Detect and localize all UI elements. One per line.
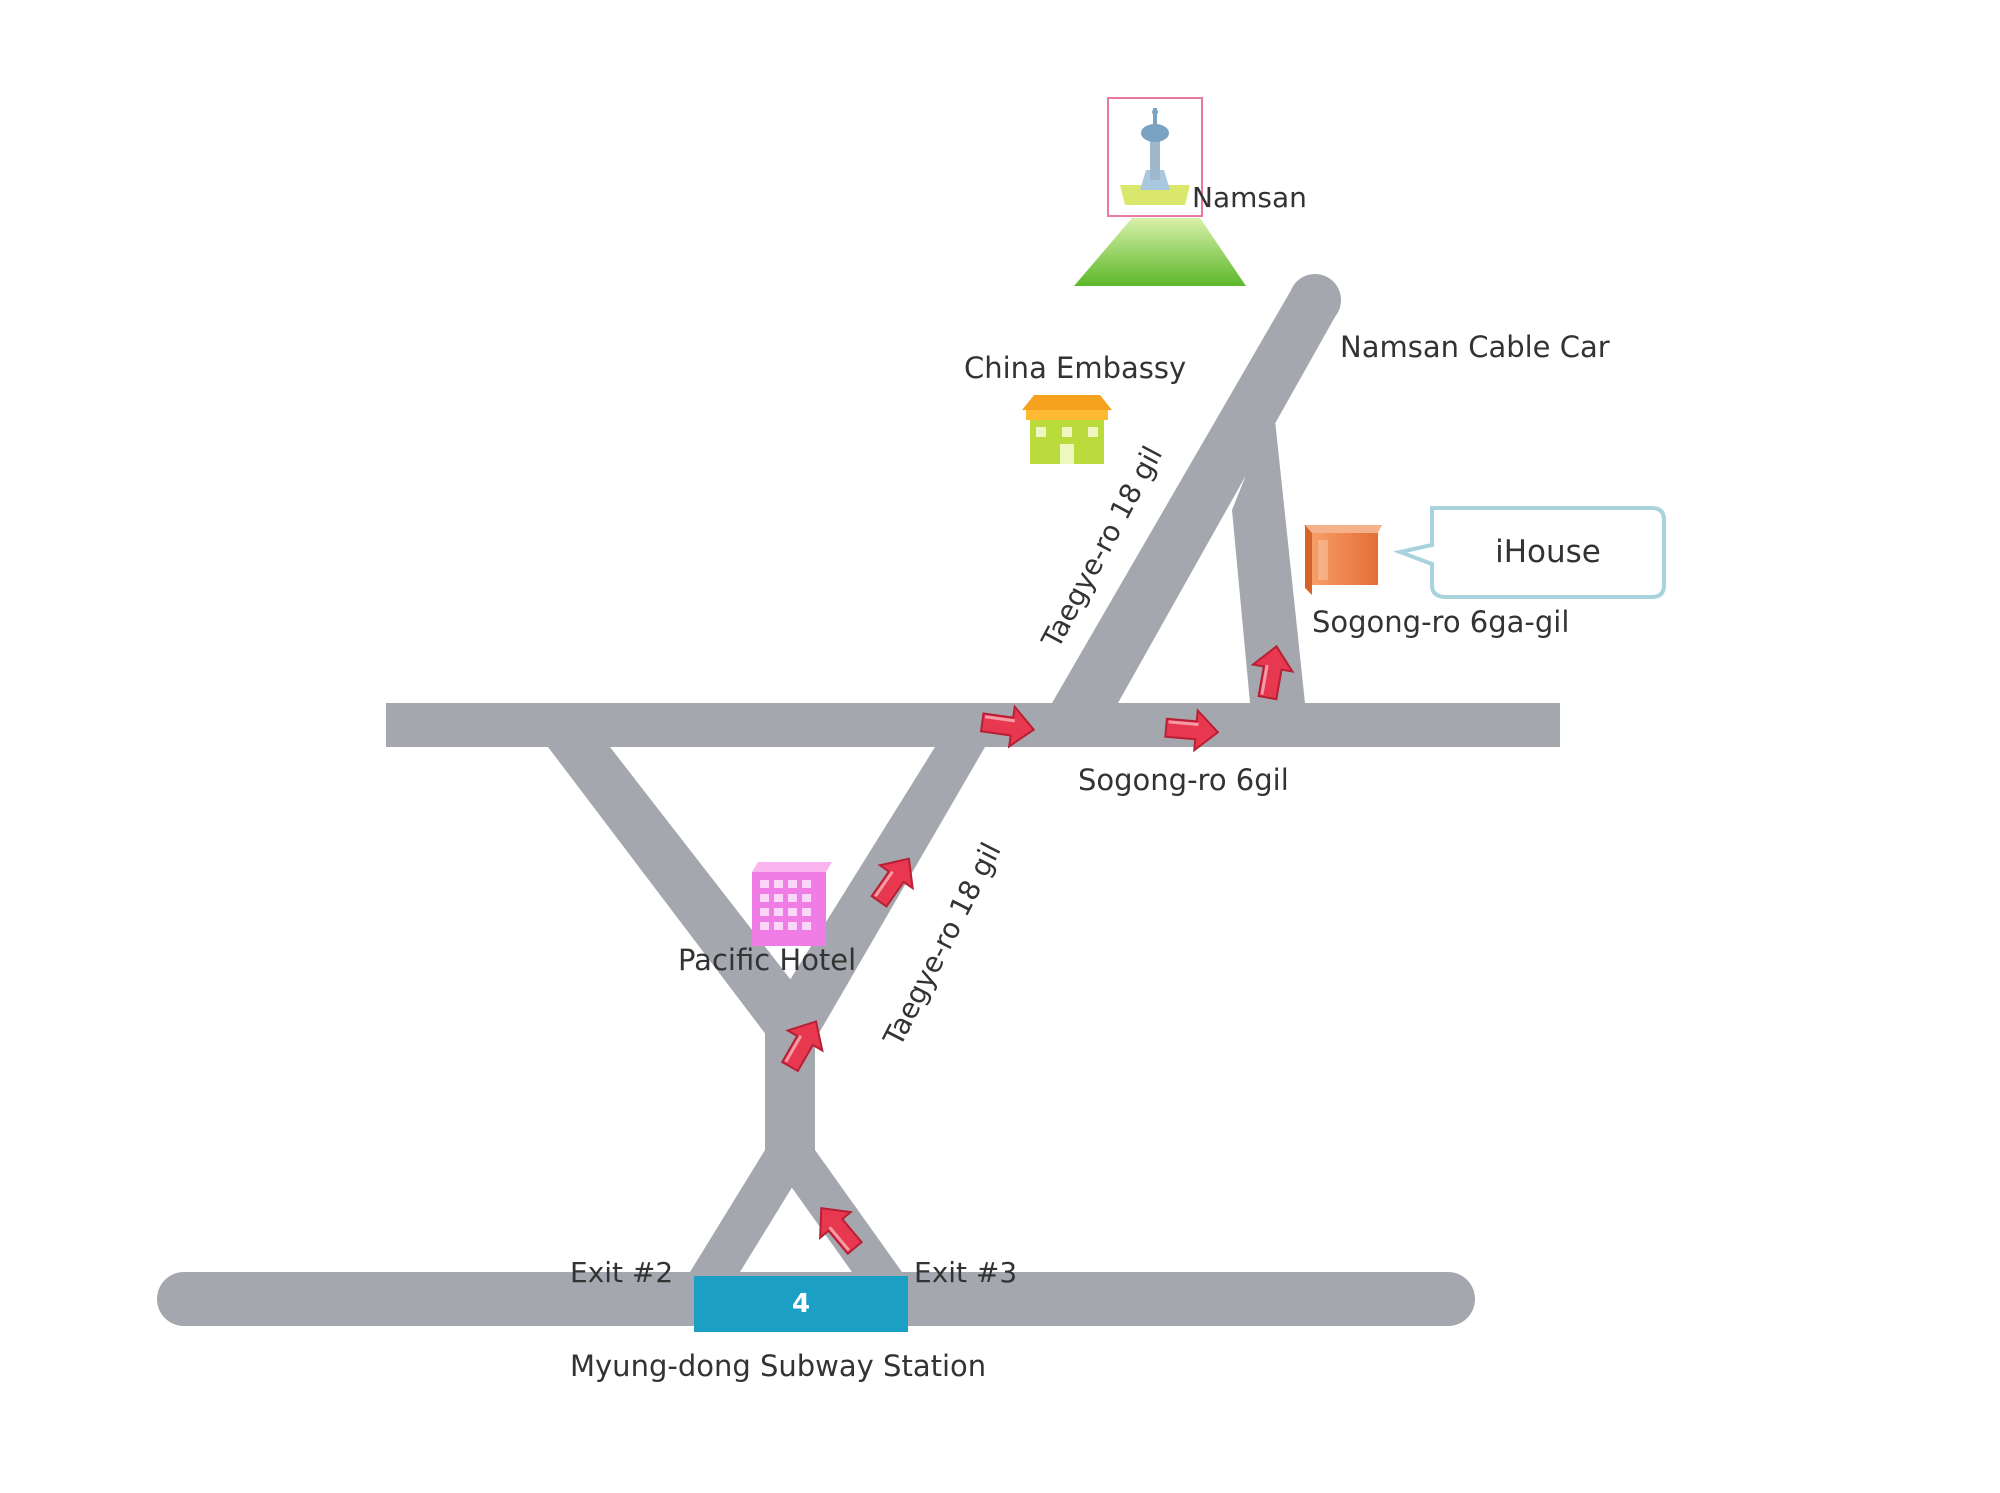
subway-station-marker: 4 xyxy=(694,1276,908,1332)
road-network xyxy=(157,274,1560,1326)
ihouse-callout: iHouse xyxy=(1392,506,1666,599)
hotel-building-icon xyxy=(752,862,832,946)
station-box xyxy=(694,1276,908,1332)
embassy-building-icon xyxy=(1022,395,1112,464)
station-name-label: Myung-dong Subway Station xyxy=(570,1349,986,1383)
station-line-number: 4 xyxy=(792,1289,810,1319)
road-station-left xyxy=(690,1150,815,1272)
road-label-sogong-6ga: Sogong-ro 6ga-gil xyxy=(1312,605,1569,639)
mountain-icon xyxy=(1074,218,1246,286)
tower-icon xyxy=(1107,97,1203,217)
road-taegye-upper xyxy=(1052,292,1340,703)
exit-3-label: Exit #3 xyxy=(914,1256,1017,1289)
hotel-label: Pacific Hotel xyxy=(678,943,856,977)
road-sogong-6gil xyxy=(386,703,1560,747)
road-label-sogong-6gil: Sogong-ro 6gil xyxy=(1078,763,1289,797)
road-y-left-arm xyxy=(548,747,822,1040)
road-taegye-upper-end xyxy=(1289,274,1341,326)
ihouse-label: iHouse xyxy=(1495,534,1601,570)
namsan-landmark: Namsan xyxy=(1074,97,1307,286)
road-sogong-6ga xyxy=(1232,420,1305,703)
cable-car-label: Namsan Cable Car xyxy=(1340,330,1610,364)
exit-2-label: Exit #2 xyxy=(570,1256,673,1289)
ihouse-building-icon xyxy=(1304,525,1382,595)
embassy-label: China Embassy xyxy=(964,351,1186,385)
namsan-label: Namsan xyxy=(1192,181,1307,214)
